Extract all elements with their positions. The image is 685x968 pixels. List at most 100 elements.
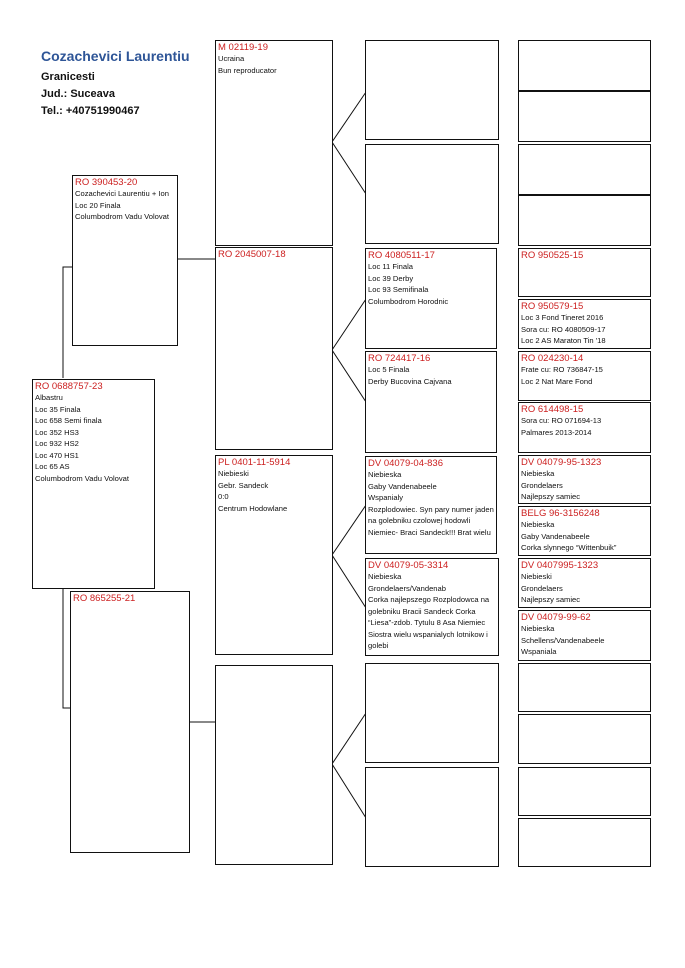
g4-card-3 [518, 144, 651, 195]
note-line: Corka slynnego “Wittenbuik” [521, 543, 617, 552]
note-line: Rozplodowiec. Syn pary numer jaden na go… [368, 504, 494, 537]
g4-card-15 [518, 767, 651, 816]
ring-number: RO 2045007-18 [218, 249, 286, 260]
sire-dam-sire-card: RO 4080511-17 Loc 11 Finala Loc 39 Derby… [365, 248, 497, 349]
note-line: Wspaniala [521, 647, 557, 656]
dam-dam-card [215, 665, 333, 865]
ring-number: DV 0407995-1323 [521, 560, 599, 571]
ring-number: DV 04079-04-836 [368, 458, 443, 469]
note-line: Schellens/Vandenabeele [521, 635, 605, 645]
g4-card-2 [518, 91, 651, 142]
ring-number: RO 724417-16 [368, 353, 431, 364]
dam-sire-dam-dam-card: DV 04079-99-62 Niebieska Schellens/Vande… [518, 610, 651, 661]
breeder-locality: Granicesti [41, 71, 95, 83]
note-line: Palmares 2013-2014 [521, 427, 592, 437]
sire-dam-sire-sire-card: RO 950525-15 [518, 248, 651, 297]
note-line: Gaby Vandenabeele [368, 481, 437, 491]
ring-number: DV 04079-99-62 [521, 612, 591, 623]
note-line: Najlepszy samiec [521, 595, 581, 604]
note-line: Grondelaers [521, 583, 563, 593]
subject-pigeon-card: RO 0688757-23 Albastru Loc 35 Finala Loc… [32, 379, 155, 589]
dam-card: RO 865255-21 [70, 591, 190, 853]
sire-dam-dam-dam-card: RO 614498-15 Sora cu: RO 071694-13 Palma… [518, 402, 651, 453]
dam-sire-sire-card: DV 04079-04-836 Niebieska Gaby Vandenabe… [365, 456, 497, 554]
note-line: Loc 93 Semifinala [368, 285, 429, 294]
g4-card-16 [518, 818, 651, 867]
note-line: Niebieska [368, 572, 402, 581]
note-line: Loc 932 HS2 [35, 439, 79, 448]
ring-number: RO 4080511-17 [368, 250, 435, 261]
note-line: Loc 352 HS3 [35, 427, 79, 437]
ring-number: M 02119-19 [218, 42, 268, 53]
note-line: Centrum Hodowlane [218, 503, 288, 513]
sire-dam-dam-card: RO 724417-16 Loc 5 Finala Derby Bucovina… [365, 351, 497, 453]
g4-card-14 [518, 714, 651, 764]
note-line: Frate cu: RO 736847-15 [521, 365, 603, 374]
ring-number: RO 865255-21 [73, 593, 136, 604]
breeder-header: Cozachevici Laurentiu Granicesti Jud.: S… [41, 48, 190, 120]
note-line: Niebieska [521, 624, 555, 633]
g3-card-1 [365, 40, 499, 140]
ring-number: RO 390453-20 [75, 177, 138, 188]
note-line: Grondelaers/Vandenab [368, 583, 446, 593]
ring-number: PL 0401-11-5914 [218, 457, 291, 468]
note-line: Loc 658 Semi finala [35, 416, 102, 425]
note-line: Corka najlepszego Rozplodowca na golebni… [368, 595, 490, 650]
note-line: Sora cu: RO 4080509-17 [521, 324, 606, 334]
ring-number: DV 04079-95-1323 [521, 457, 602, 468]
note-line: Columbodrom Vadu Volovat [35, 473, 129, 483]
dam-sire-dam-sire-card: DV 0407995-1323 Niebieski Grondelaers Na… [518, 558, 651, 608]
g3-card-2 [365, 144, 499, 244]
note-line: Loc 5 Finala [368, 365, 410, 374]
dam-sire-sire-dam-card: BELG 96-3156248 Niebieska Gaby Vandenabe… [518, 506, 651, 556]
sire-sire-card: M 02119-19 Ucraina Bun reproducator [215, 40, 333, 246]
note-line: Albastru [35, 393, 63, 402]
note-line: Wspanialy [368, 493, 404, 502]
ring-number: RO 950579-15 [521, 301, 584, 312]
note-line: Ucraina [218, 54, 245, 63]
note-line: Loc 20 Finala [75, 200, 121, 210]
note-line: Derby Bucovina Cajvana [368, 376, 452, 386]
note-line: Niebieski [218, 469, 249, 478]
note-line: Sora cu: RO 071694-13 [521, 416, 602, 425]
sire-dam-sire-dam-card: RO 950579-15 Loc 3 Fond Tineret 2016 Sor… [518, 299, 651, 349]
note-line: Gaby Vandenabeele [521, 531, 590, 541]
sire-card: RO 390453-20 Cozachevici Laurentiu + Ion… [72, 175, 178, 346]
sire-dam-card: RO 2045007-18 [215, 247, 333, 450]
breeder-county: Jud.: Suceava [41, 88, 115, 100]
note-line: Loc 2 Nat Mare Fond [521, 376, 593, 386]
note-line: Loc 35 Finala [35, 404, 81, 414]
note-line: Columbodrom Horodnic [368, 296, 449, 306]
dam-sire-sire-sire-card: DV 04079-95-1323 Niebieska Grondelaers N… [518, 455, 651, 504]
breeder-phone: Tel.: +40751990467 [41, 105, 140, 117]
dam-sire-dam-card: DV 04079-05-3314 Niebieska Grondelaers/V… [365, 558, 499, 656]
ring-number: BELG 96-3156248 [521, 508, 600, 519]
note-line: Loc 3 Fond Tineret 2016 [521, 313, 604, 322]
breeder-name: Cozachevici Laurentiu [41, 48, 190, 64]
ring-number: RO 0688757-23 [35, 381, 103, 392]
note-line: Najlepszy samiec [521, 492, 581, 501]
note-line: Niebieska [368, 470, 402, 479]
note-line: Loc 470 HS1 [35, 450, 79, 460]
note-line: Loc 65 AS [35, 462, 70, 471]
note-line: Loc 11 Finala [368, 262, 414, 271]
note-line: Grondelaers [521, 480, 563, 490]
g4-card-4 [518, 195, 651, 246]
note-line: Bun reproducator [218, 65, 277, 75]
g3-card-7 [365, 663, 499, 763]
g3-card-8 [365, 767, 499, 867]
ring-number: RO 614498-15 [521, 404, 584, 415]
note-line: Gebr. Sandeck [218, 480, 269, 490]
ring-number: RO 950525-15 [521, 250, 584, 261]
note-line: Loc 2 AS Maraton Tin '18 [521, 336, 606, 345]
ring-number: RO 024230-14 [521, 353, 584, 364]
note-line: Niebieski [521, 572, 552, 581]
note-line: Niebieska [521, 469, 555, 478]
g4-card-1 [518, 40, 651, 91]
sire-dam-dam-sire-card: RO 024230-14 Frate cu: RO 736847-15 Loc … [518, 351, 651, 401]
note-line: Columbodrom Vadu Volovat [75, 212, 169, 221]
note-line: Loc 39 Derby [368, 273, 414, 283]
note-line: Cozachevici Laurentiu + Ion [75, 189, 169, 198]
g4-card-13 [518, 663, 651, 712]
